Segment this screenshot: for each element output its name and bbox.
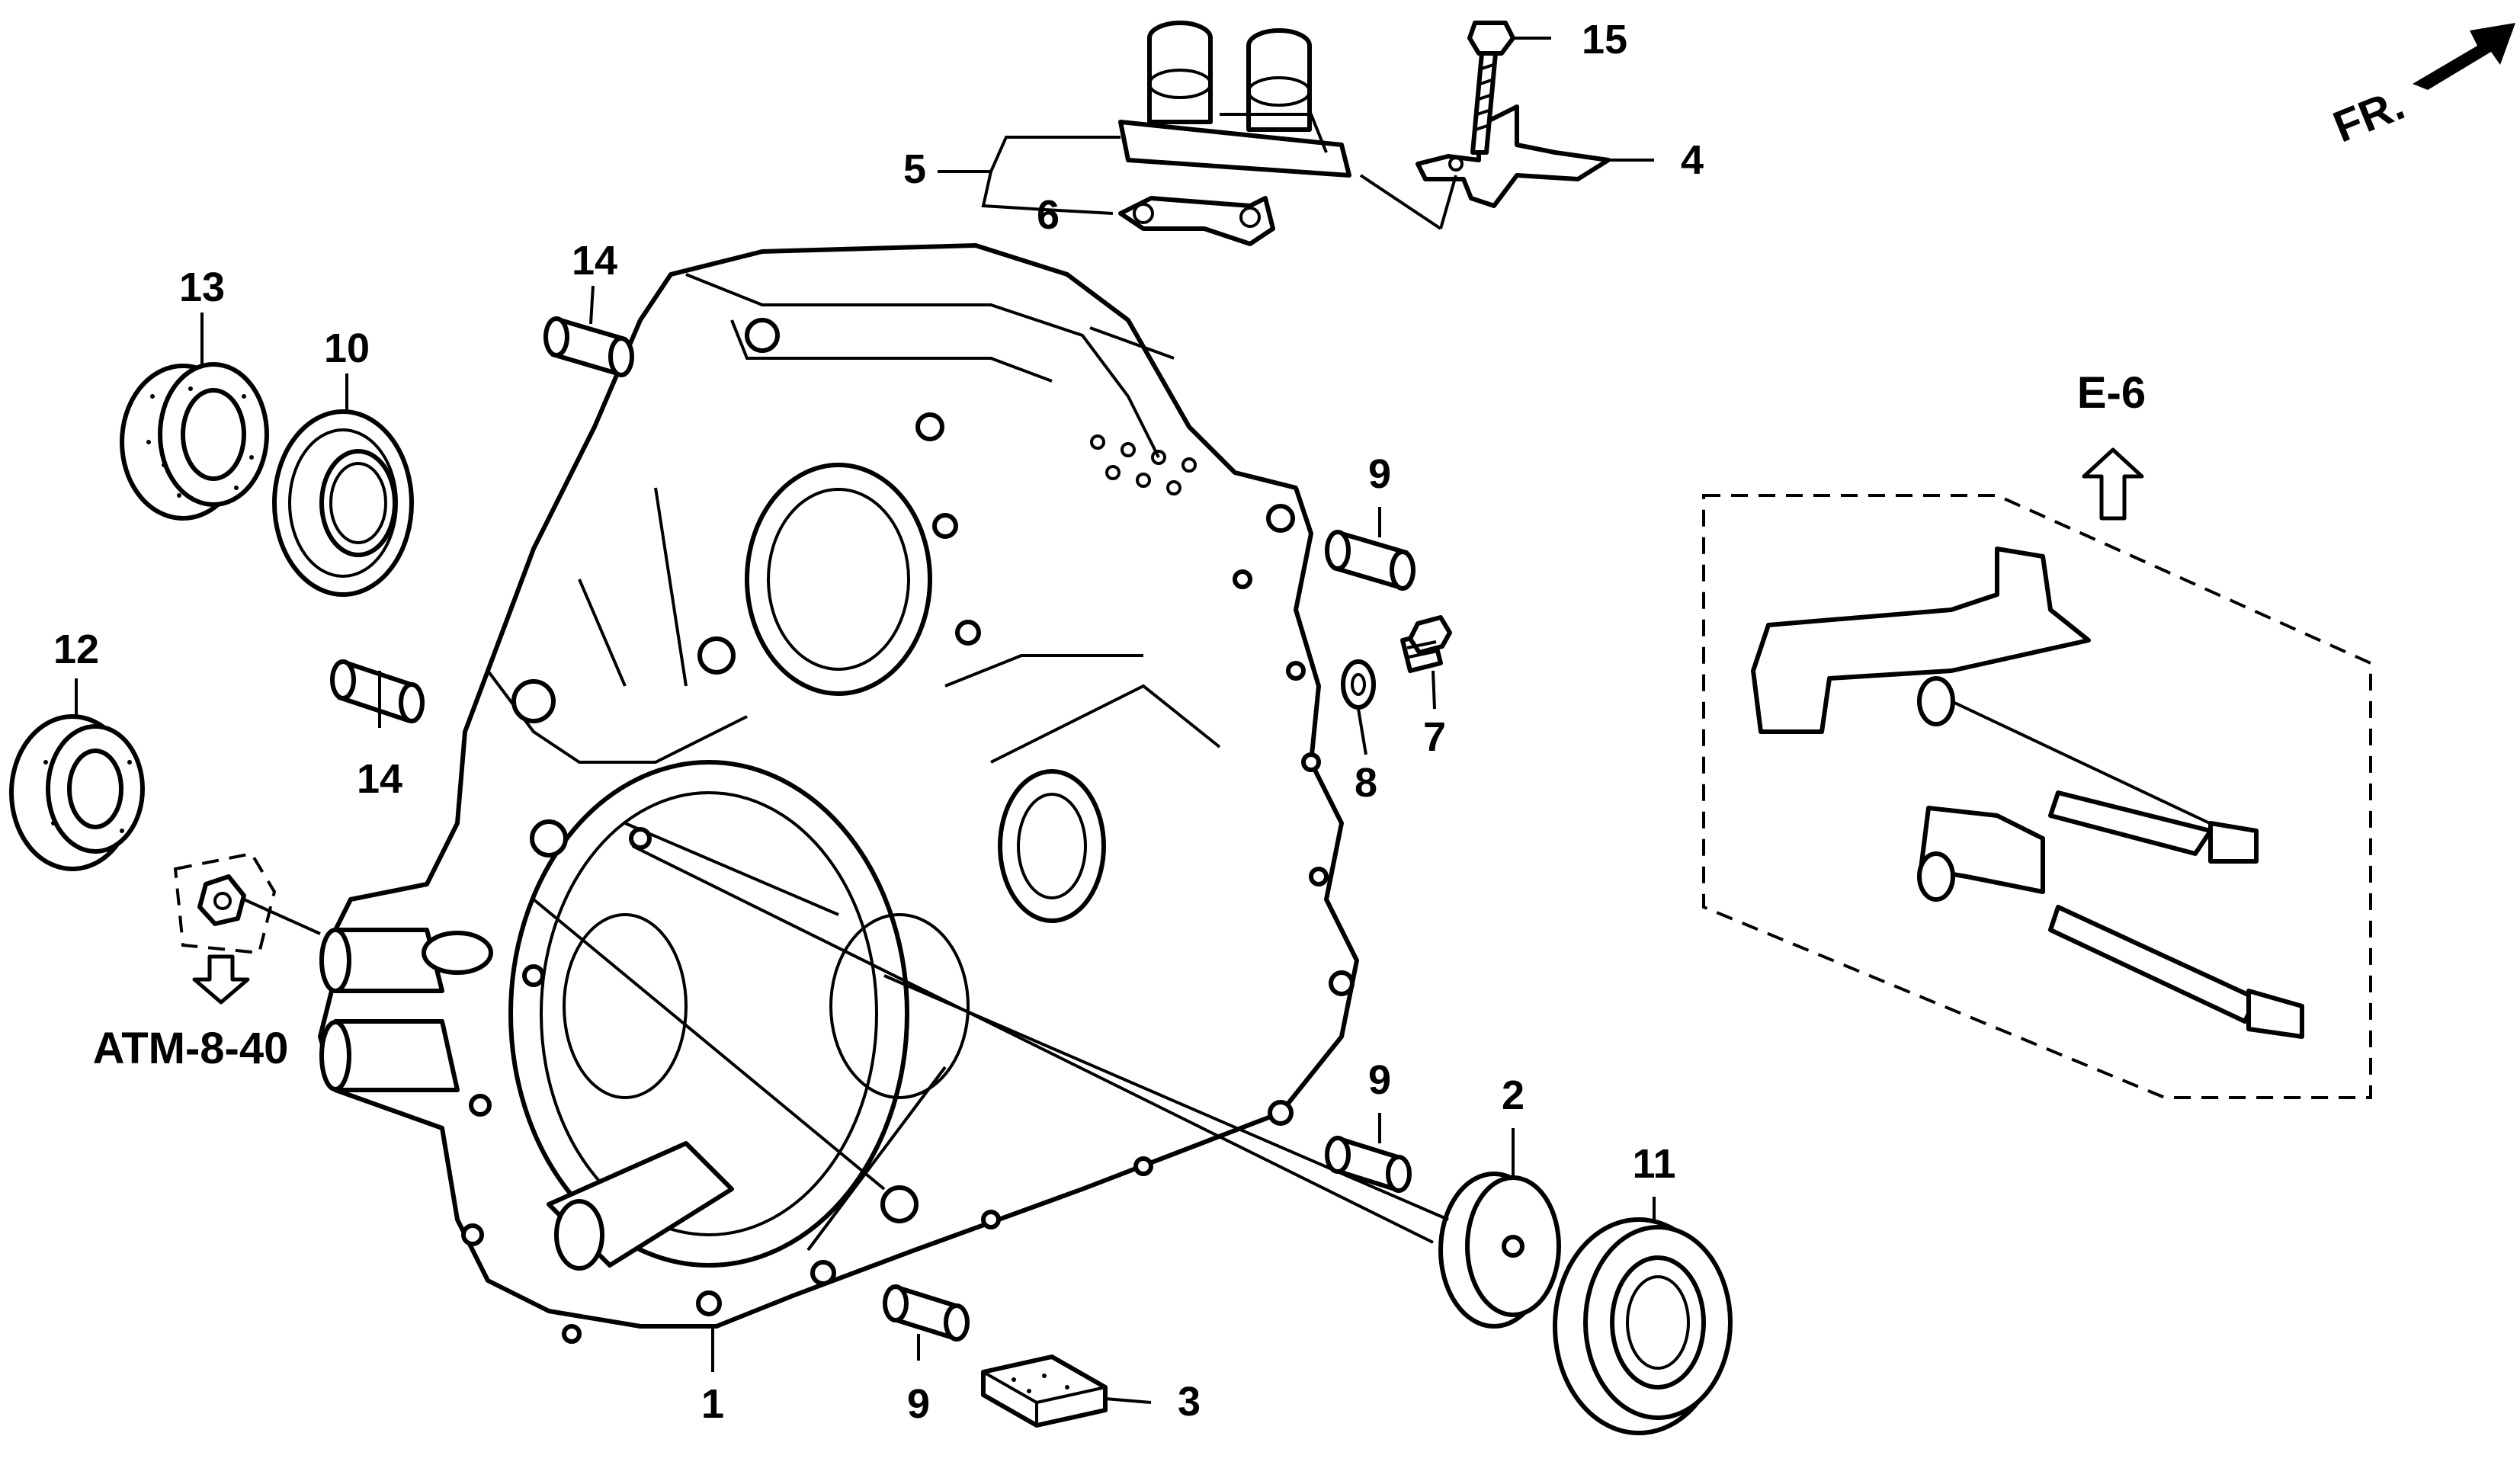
dowel-pin-9-lower: [883, 1284, 970, 1342]
magnet-3: [981, 1354, 1108, 1428]
callout-12: 12: [53, 627, 99, 672]
top-row-holes: [1090, 434, 1197, 495]
oil-seal-12: [9, 714, 145, 871]
callout-8: 8: [1355, 760, 1377, 806]
callout-11: 11: [1632, 1141, 1675, 1187]
transmission-housing: [318, 243, 1359, 1344]
callout-6: 6: [1037, 192, 1060, 238]
e6-reference: E-6: [2077, 368, 2146, 418]
e6-detail-box: [1702, 494, 2372, 1099]
solenoid-assembly: [1118, 21, 1351, 178]
dowel-pin-14-top: [543, 316, 634, 377]
callout-2: 2: [1502, 1072, 1525, 1118]
callout-1: 1: [701, 1381, 724, 1427]
flange-bolt-holes: [461, 318, 1355, 1344]
ball-bearing-10: [272, 409, 414, 597]
front-label: FR.: [2326, 79, 2411, 152]
cap-plate-2: [1438, 1172, 1561, 1329]
atm-reference: ATM-8-40: [93, 1024, 289, 1073]
solenoid-gasket: [1118, 196, 1275, 246]
sealing-washer-8: [1341, 659, 1376, 710]
drain-plug-7: [1400, 615, 1452, 673]
leader-lines: [75, 37, 1656, 1404]
callout-9-middle: 9: [1368, 1057, 1391, 1103]
roller-bearing-11: [1553, 1217, 1733, 1435]
atm-part: [173, 851, 321, 955]
e6-arrow-icon: [2082, 447, 2144, 521]
callout-9-upper: 9: [1368, 451, 1391, 497]
dowel-pin-9-middle: [1325, 1136, 1412, 1193]
dowel-pin-14-left: [330, 659, 425, 723]
callout-14-top: 14: [572, 238, 617, 284]
bolt-15: [1467, 21, 1515, 155]
callout-14-left: 14: [357, 756, 402, 802]
callout-4: 4: [1681, 137, 1704, 183]
callout-10: 10: [324, 325, 370, 371]
callout-9-lower: 9: [907, 1381, 930, 1427]
callout-13: 13: [179, 264, 225, 310]
callout-7: 7: [1423, 714, 1446, 760]
bracket-4: [1415, 104, 1611, 208]
callout-15: 15: [1582, 17, 1627, 63]
callout-3: 3: [1178, 1379, 1201, 1425]
dowel-pin-9-upper: [1325, 530, 1415, 591]
atm-arrow-icon: [192, 954, 250, 1005]
oil-seal-13: [120, 362, 269, 521]
callout-5: 5: [903, 146, 926, 192]
front-arrow-icon: [2413, 23, 2515, 90]
